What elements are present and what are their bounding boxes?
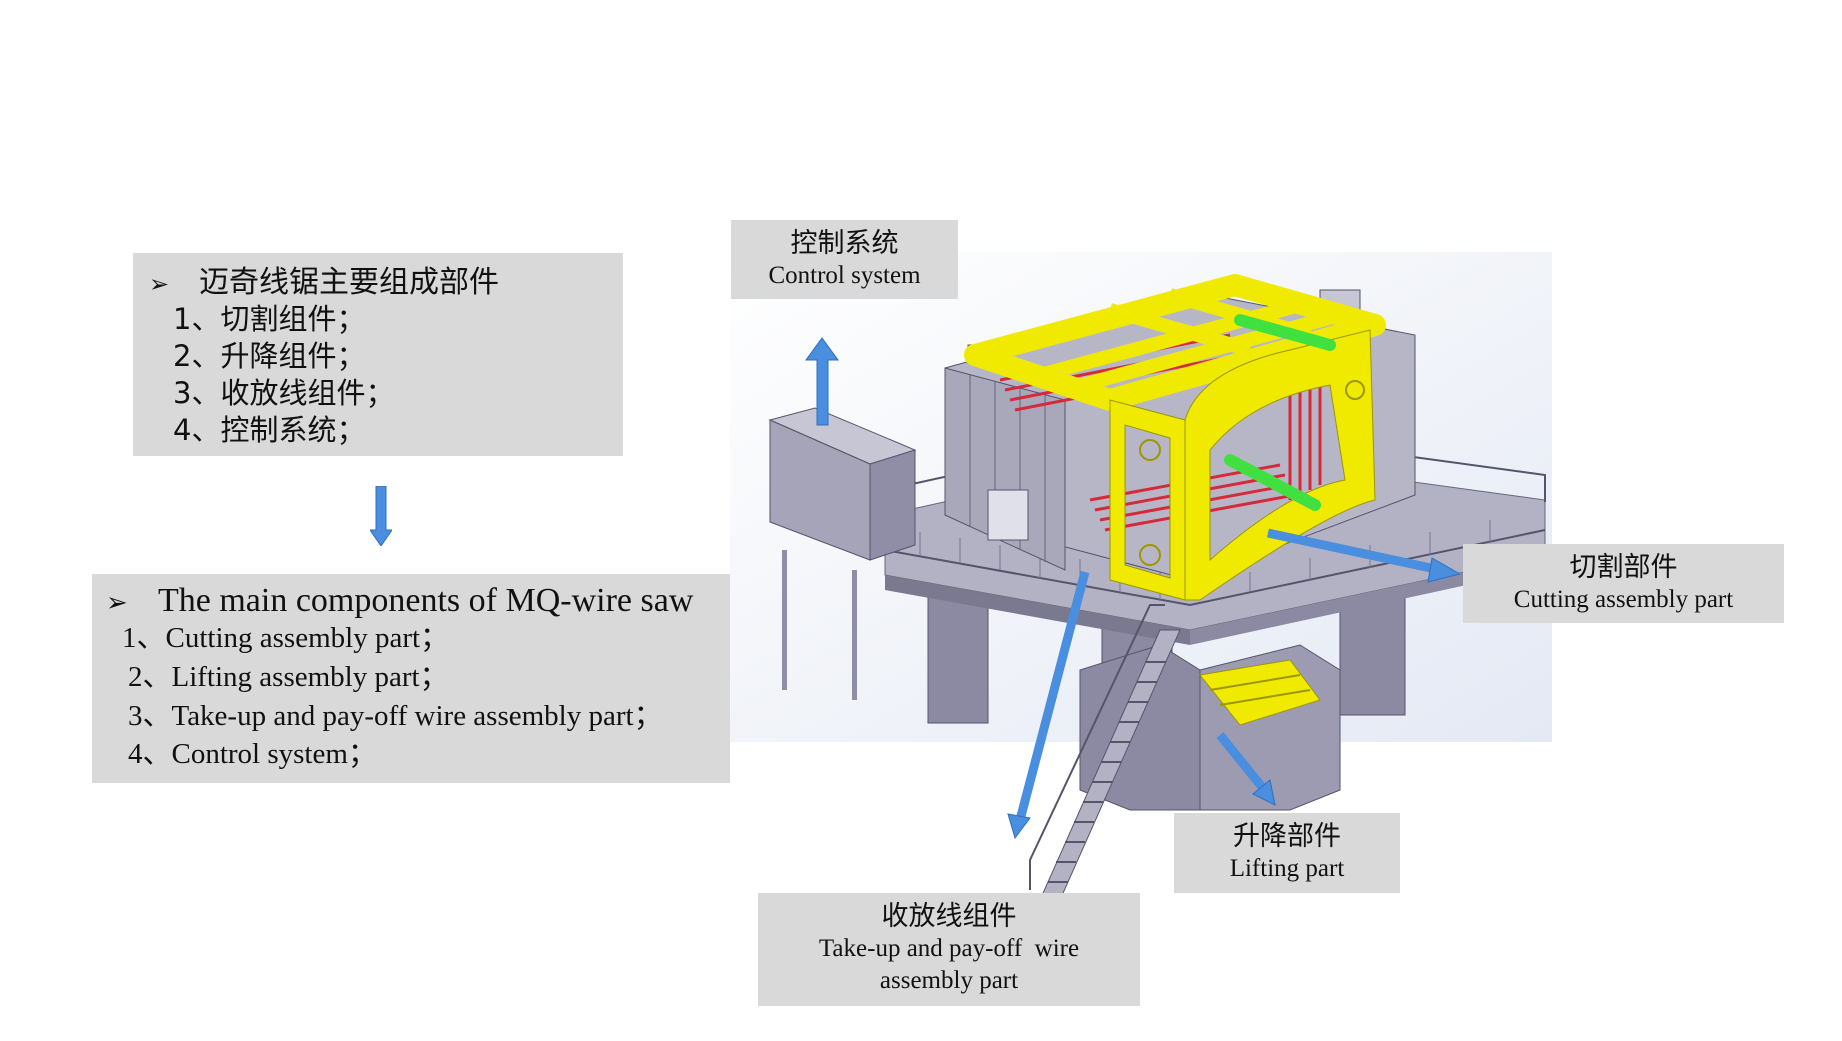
takeup-arrow-icon (1015, 570, 1090, 822)
label-takeup-en-line2: assembly part (879, 967, 1019, 994)
en-list-heading-text: The main components of MQ-wire saw (158, 582, 694, 619)
control-arrow-icon (805, 337, 839, 426)
cutting-arrow-icon (1267, 528, 1441, 575)
lifting-platform (1199, 659, 1321, 726)
arrow-bullet-icon: ➢ (149, 270, 170, 298)
en-component-list: ➢ The main components of MQ-wire saw 1、Cu… (92, 574, 730, 783)
down-arrow-icon (370, 486, 392, 546)
label-takeup-payoff: 收放线组件 Take-up and pay-off wire assembly … (758, 893, 1140, 1006)
label-cutting-cn: 切割部件 (1569, 552, 1678, 583)
label-lifting-cn: 升降部件 (1233, 821, 1341, 852)
en-list-item-4: 4、Control system； (128, 738, 377, 770)
control-cabinet (768, 407, 917, 700)
cn-list-item-2: 2、升降组件； (173, 339, 366, 373)
lifting-arrow-icon (1216, 732, 1266, 790)
cn-list-heading-text: 迈奇线锯主要组成部件 (199, 265, 499, 300)
staircase (1029, 604, 1181, 901)
cn-component-list: ➢ 迈奇线锯主要组成部件 1、切割组件； 2、升降组件； 3、收放线组件； 4、控… (133, 253, 623, 456)
wire-saw-machine-illustration (730, 252, 1552, 901)
cn-list-heading: ➢ 迈奇线锯主要组成部件 (149, 265, 499, 302)
cn-list-item-3: 3、收放线组件； (173, 376, 395, 410)
en-list-item-3: 3、Take-up and pay-off wire assembly part… (128, 700, 663, 732)
en-list-item-2: 2、Lifting assembly part； (128, 661, 449, 693)
label-control-en: Control system (768, 262, 921, 289)
label-control-system: 控制系统 Control system (731, 220, 958, 299)
cn-list-item-1: 1、切割组件； (173, 302, 366, 336)
label-takeup-cn: 收放线组件 (881, 901, 1017, 932)
yellow-frame (964, 274, 1386, 601)
label-takeup-en-line1: Take-up and pay-off wire (818, 935, 1080, 962)
en-list-heading: ➢ The main components of MQ-wire saw (106, 580, 693, 624)
en-list-item-1: 1、Cutting assembly part； (122, 622, 450, 654)
green-shafts (1224, 314, 1336, 511)
label-lifting-en: Lifting part (1229, 855, 1345, 882)
label-lifting-part: 升降部件 Lifting part (1174, 813, 1400, 893)
label-cutting-assembly: 切割部件 Cutting assembly part (1463, 544, 1784, 623)
arrow-bullet-icon: ➢ (106, 588, 128, 618)
label-control-cn: 控制系统 (790, 228, 899, 259)
cn-list-item-4: 4、控制系统； (173, 413, 366, 447)
label-cutting-en: Cutting assembly part (1513, 586, 1734, 613)
